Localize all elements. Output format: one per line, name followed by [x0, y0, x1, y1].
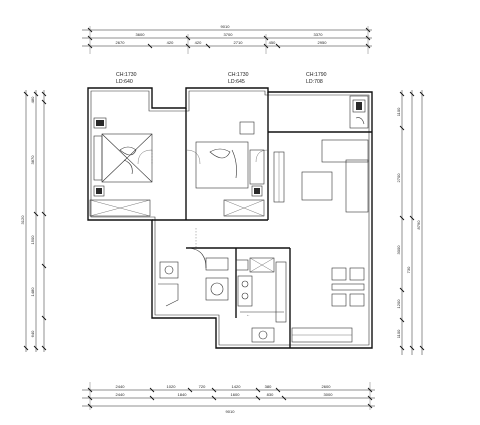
top-sub-1: 2670 — [116, 40, 126, 45]
sofa — [345, 159, 369, 213]
wardrobe-mid — [223, 199, 265, 217]
left-seg-2: 3870 — [30, 155, 35, 165]
left-dimensions: 3120 480 3870 1500 1480 640 — [20, 90, 47, 352]
left-seg-4: 1480 — [30, 287, 35, 297]
bottom-seg-1: 2440 — [116, 384, 126, 389]
bottom-seg-4: 1420 — [232, 384, 242, 389]
wardrobe-left — [89, 199, 151, 217]
walls — [87, 87, 373, 349]
living-furniture — [273, 95, 369, 307]
room-left-code: CH:1730 — [116, 72, 137, 78]
right-dimensions: 1100 2700 3000 1200 1100 730 8790 — [396, 90, 425, 355]
right-seg-2: 2700 — [396, 173, 401, 183]
left-seg-1: 480 — [30, 96, 35, 103]
top-overall-dim: 9010 — [221, 24, 231, 29]
top-sub-6: 2950 — [318, 40, 328, 45]
top-sub-2: 420 — [167, 40, 174, 45]
room-labels: CH:1730 LD:640 CH:1730 LD:645 CH:1790 LD… — [116, 72, 327, 85]
right-seg-1: 1100 — [396, 107, 401, 116]
bottom-seg-6: 2600 — [322, 384, 332, 389]
top-seg-1: 3600 — [136, 32, 146, 37]
room-mid-code: CH:1730 — [228, 72, 249, 78]
bottom-sub-3: 1600 — [231, 392, 241, 397]
top-sub-4: 2710 — [234, 40, 244, 45]
bottom-seg-3: 720 — [199, 384, 206, 389]
bottom-dimensions: 2440 1020 720 1420 380 2600 2440 1840 16… — [82, 382, 375, 414]
room-mid-height: LD:645 — [228, 79, 245, 85]
bottom-sub-1: 2440 — [116, 392, 126, 397]
bath-sink — [210, 282, 224, 296]
right-seg-5: 1100 — [396, 329, 401, 338]
doors — [137, 149, 269, 248]
top-seg-2: 3700 — [224, 32, 234, 37]
bottom-sub-5: 3000 — [324, 392, 334, 397]
dining-table — [331, 283, 365, 291]
right-seg-4: 1200 — [396, 299, 401, 309]
bottom-sub-4: 830 — [267, 392, 274, 397]
right-seg-3: 3000 — [396, 245, 401, 255]
bedroom-left-furniture — [89, 117, 153, 217]
right-overall-dim: 8790 — [416, 220, 421, 230]
bedroom-mid-furniture — [195, 121, 265, 217]
left-seg-5: 640 — [30, 330, 35, 337]
coffee-table — [301, 171, 333, 201]
left-overall-dim: 3120 — [20, 215, 25, 225]
top-dimensions: 9010 3600 3700 3370 2670 420 420 2710 45… — [82, 24, 372, 54]
bottom-seg-5: 380 — [265, 384, 272, 389]
bottom-overall-dim: 9010 — [226, 409, 236, 414]
kitchen-sink — [258, 330, 268, 340]
bottom-seg-2: 1020 — [167, 384, 177, 389]
top-sub-5: 450 — [269, 40, 276, 45]
bed-left — [101, 133, 153, 183]
room-right-height: LD:708 — [306, 79, 323, 85]
bottom-sub-2: 1840 — [178, 392, 188, 397]
left-seg-3: 1500 — [30, 235, 35, 245]
room-left-height: LD:640 — [116, 79, 133, 85]
top-sub-3: 420 — [195, 40, 202, 45]
top-seg-3: 3370 — [314, 32, 324, 37]
room-right-code: CH:1790 — [306, 72, 327, 78]
kitchen-note: ← — [246, 312, 259, 317]
bathroom-kitchen — [158, 247, 353, 343]
bed-mid — [195, 141, 249, 189]
right-seg-6: 730 — [406, 266, 411, 273]
